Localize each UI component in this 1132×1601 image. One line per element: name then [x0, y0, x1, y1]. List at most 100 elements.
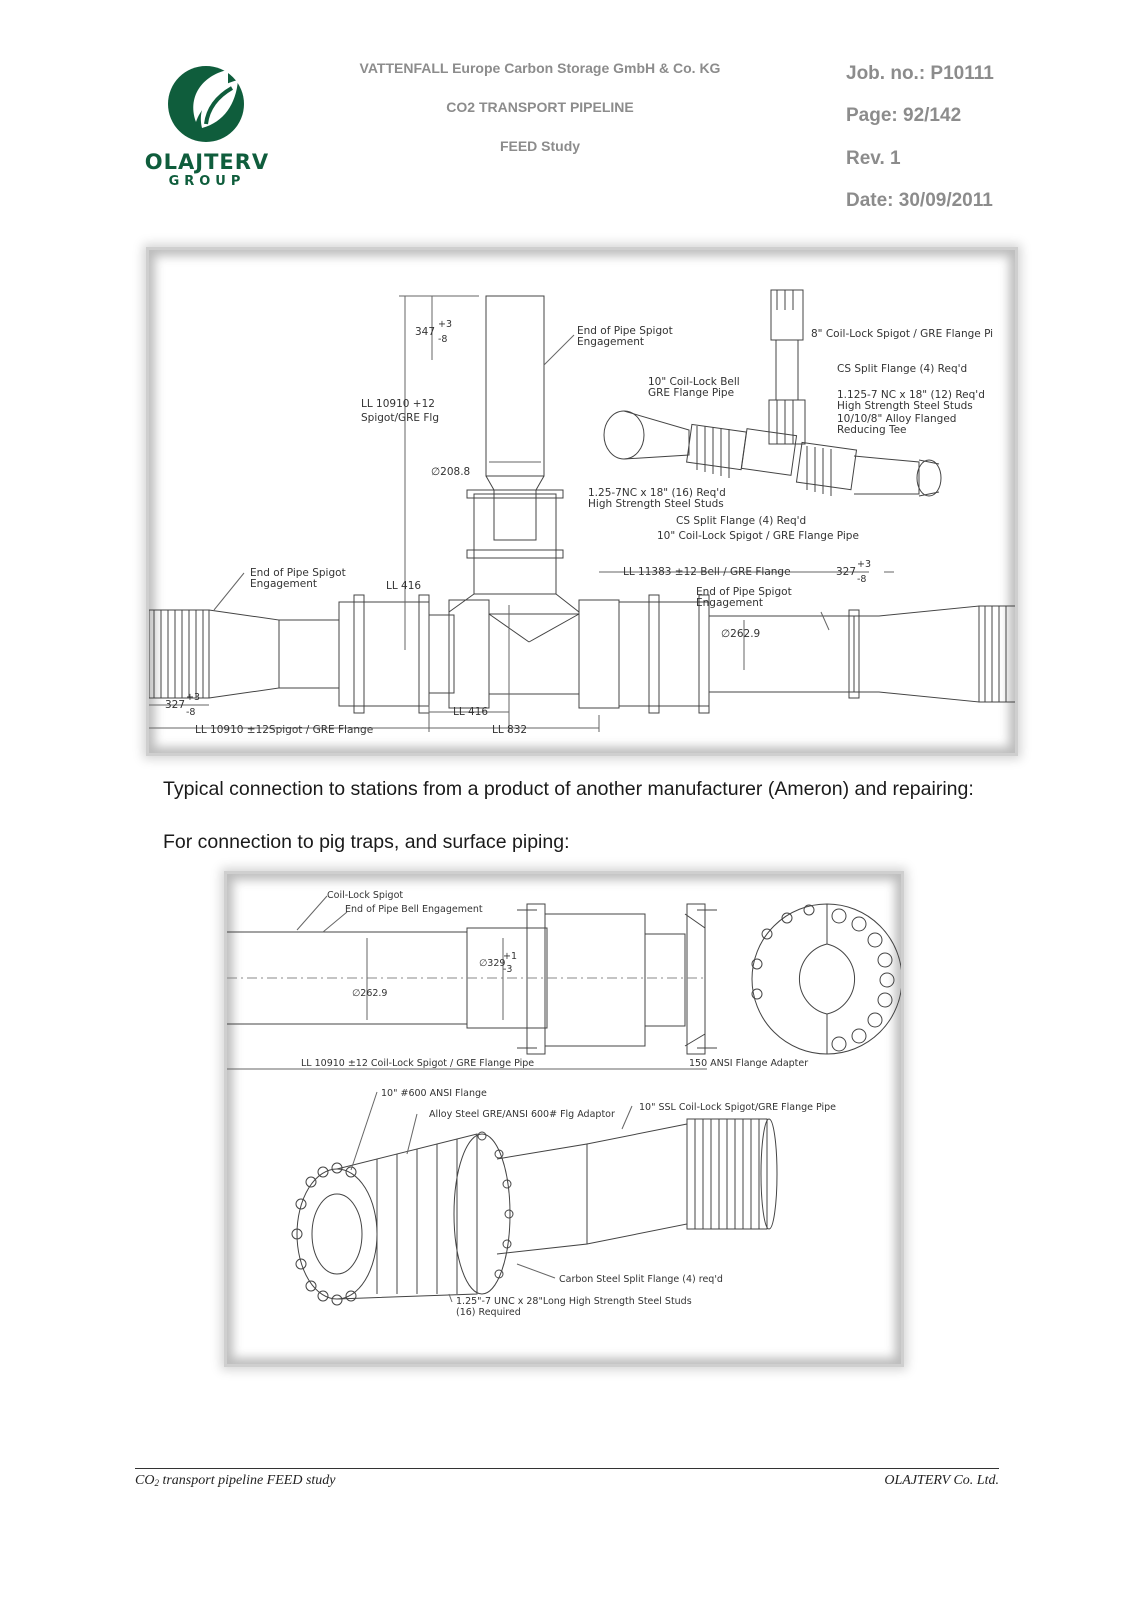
drawing-stroke	[867, 1012, 883, 1028]
drawing-stroke	[428, 614, 455, 694]
drawing-stroke	[350, 1091, 378, 1171]
cs-split-top: CS Split Flange (4) Req'd	[837, 363, 967, 375]
end-spigot-right-2: Engagement	[696, 597, 763, 609]
drawing-stroke	[295, 1258, 307, 1270]
drawing-stroke	[149, 289, 1015, 732]
drawing-stroke	[516, 1263, 556, 1279]
drawing-stroke	[648, 594, 660, 714]
drawing-stroke	[208, 609, 280, 699]
drawing-stroke	[877, 992, 893, 1008]
drawing-stroke	[877, 952, 893, 968]
footer-left-suffix: transport pipeline FEED study	[158, 1473, 336, 1488]
ll-416-horiz: LL 416	[453, 706, 488, 718]
flange-right	[686, 903, 706, 1055]
drawing-stroke	[502, 1179, 512, 1189]
tol-top-sub: -8	[438, 334, 447, 345]
footer-right: OLAJTERV Co. Ltd.	[884, 1473, 999, 1488]
drawing-stroke	[528, 613, 580, 643]
drawing-stroke	[623, 410, 690, 460]
split-flange-ring	[453, 1133, 511, 1295]
drawing-stroke	[918, 459, 940, 465]
drawing-stroke	[494, 1149, 504, 1159]
tol-left-sub: -8	[186, 707, 195, 718]
drawing-stroke	[918, 491, 940, 497]
drawing-stroke	[578, 599, 620, 709]
drawing-stroke	[781, 912, 793, 924]
drawing-stroke	[761, 928, 773, 940]
ll-11383: LL 11383 ±12 Bell / GRE Flange	[623, 566, 791, 578]
drawing-stroke	[848, 609, 860, 699]
ll-10910-1: LL 10910 +12	[361, 398, 435, 410]
logo-group: GROUP	[168, 174, 246, 189]
ll-832: LL 832	[492, 724, 527, 736]
ansi-600: 10" #600 ANSI Flange	[381, 1088, 487, 1099]
studs-16-2: High Strength Steel Studs	[588, 498, 724, 510]
dia-329: ∅329	[479, 958, 505, 969]
drawing-stroke	[305, 1280, 317, 1292]
drawing-stroke	[795, 441, 858, 491]
ll-416-vert: LL 416	[386, 580, 421, 592]
half-flange-view	[751, 903, 828, 1055]
studs-16-1: 1.25-7NC x 18" (16) Req'd	[588, 487, 726, 499]
drawing-stroke	[336, 1133, 478, 1300]
tol-right: 327	[836, 566, 856, 578]
isometric-8in-spigot	[770, 289, 804, 341]
olajterv-logo-icon	[166, 64, 246, 144]
logo-wordmark: OLAJTERV GROUP	[142, 150, 272, 190]
drawing-stroke	[448, 1293, 453, 1303]
paragraph-ameron: Typical connection to stations from a pr…	[163, 778, 974, 800]
coil-lock-8: 8" Coil-Lock Spigot / GRE Flange Pi	[811, 328, 993, 340]
logo-name: OLAJTERV	[144, 150, 270, 174]
drawing-stroke	[760, 1118, 778, 1230]
alloy-adaptor: Alloy Steel GRE/ANSI 600# Flg Adaptor	[429, 1109, 615, 1120]
end-spigot-right-1: End of Pipe Spigot	[696, 586, 792, 598]
drawing-stroke	[466, 489, 564, 499]
cs-split-bottom: CS Split Flange (4) Req'd	[676, 515, 806, 527]
drawing-stroke	[586, 1123, 688, 1245]
drawing-stroke	[345, 1166, 357, 1178]
drawing-stroke	[322, 911, 348, 933]
carbon-split: Carbon Steel Split Flange (4) req'd	[559, 1274, 723, 1285]
ssl-pipe: 10" SSL Coil-Lock Spigot/GRE Flange Pipe	[639, 1102, 836, 1113]
drawing-stroke	[686, 423, 747, 471]
studs-28-1: 1.25"-7 UNC x 28"Long High Strength Stee…	[456, 1296, 692, 1307]
drawing-stroke	[227, 895, 901, 1306]
reducing-tee-2: Reducing Tee	[837, 424, 907, 436]
footer-rule	[135, 1468, 999, 1469]
drawing-stroke	[853, 455, 920, 495]
drawing-stroke	[740, 428, 798, 476]
drawing-stroke	[204, 86, 234, 125]
drawing-stroke	[502, 1239, 512, 1249]
job-number: Job. no.: P10111	[846, 63, 994, 84]
tol-right-sub: -8	[857, 574, 866, 585]
end-spigot-top-2: Engagement	[577, 336, 644, 348]
ansi-adapter-drawing: Coil-Lock Spigot End of Pipe Bell Engage…	[227, 890, 901, 1318]
drawing-stroke	[418, 594, 430, 714]
ansi-adapter: 150 ANSI Flange Adapter	[689, 1058, 808, 1069]
drawing-stroke	[879, 972, 895, 988]
tol-left-sup: +3	[186, 692, 200, 703]
drawing-stroke	[311, 1193, 363, 1275]
drawing-stroke	[851, 916, 867, 932]
footer-left-prefix: CO	[135, 1473, 155, 1488]
isometric-tee-assembly	[603, 289, 942, 497]
drawing-stroke	[504, 1209, 514, 1219]
drawing-stroke	[317, 1290, 329, 1302]
right-spigot-thread	[978, 605, 1015, 703]
dia-262-2: ∅262.9	[352, 988, 387, 999]
drawing-stroke	[618, 601, 710, 707]
reducing-tee-1: 10/10/8" Alloy Flanged	[837, 413, 956, 425]
drawing-stroke	[213, 572, 245, 611]
end-spigot-left-2: Engagement	[250, 578, 317, 590]
figure-tee-connection: 347 +3 -8 End of Pipe Spigot Engagement …	[146, 247, 1018, 756]
drawing-stroke	[317, 1166, 329, 1178]
drawing-stroke	[803, 904, 815, 916]
drawing-stroke	[867, 932, 883, 948]
drawing-stroke	[603, 410, 645, 460]
tol-top-sup: +3	[438, 319, 452, 330]
coil-lock-spigot: Coil-Lock Spigot	[327, 890, 403, 901]
tee-body	[488, 613, 580, 695]
footer-left-subscript: 2	[154, 1478, 159, 1488]
figure-ansi-adapter: Coil-Lock Spigot End of Pipe Bell Engage…	[224, 871, 904, 1367]
drawing-stroke	[831, 908, 847, 924]
